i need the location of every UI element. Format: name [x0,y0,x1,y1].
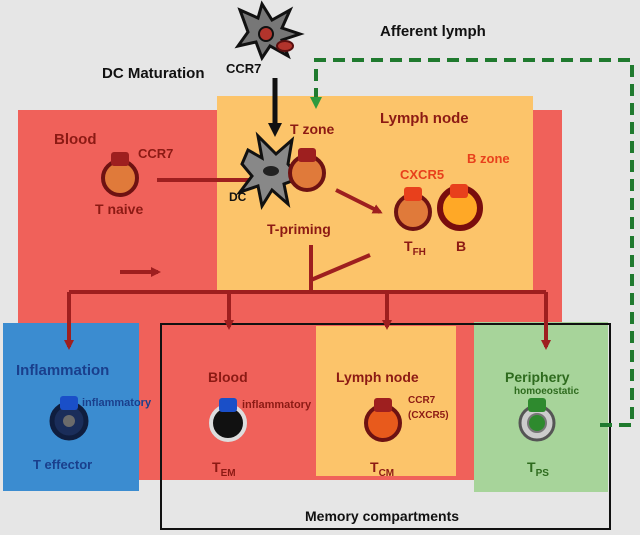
afferent-lymph-dashed-line [310,58,634,427]
ccr7-top-label: CCR7 [226,61,262,76]
t-effector-cell [49,396,89,441]
tem-label: TEM [212,459,236,479]
inflammation-label: Inflammation [16,362,110,379]
lymph-node-memory-label: Lymph node [336,369,419,385]
tem-cell [209,398,247,442]
cxcr5-label: CXCR5 [400,167,445,182]
t-naive-label: T naive [95,201,144,217]
t-effector-label: T effector [33,457,93,472]
ccr7-naive-label: CCR7 [138,146,174,161]
cxcr5-tcm-label: (CXCR5) [408,410,449,421]
dc-to-tfh-arrow [335,188,383,214]
tcm-label: TCM [370,459,395,479]
afferent-lymph-label: Afferent lymph [380,23,486,40]
tfh-label: TFH [404,238,426,258]
memory-compartments-label: Memory compartments [305,508,460,524]
t-naive-cell [101,152,139,197]
t-priming-label: T-priming [267,221,331,237]
dendritic-cell-immature [234,0,305,62]
tps-label: TPS [527,459,549,479]
tfh-cell [394,187,432,231]
t-cell-priming [288,148,326,192]
blood-label-top: Blood [54,131,97,148]
inflammatory-tem-label: inflammatory [242,399,312,411]
ccr7-tcm-label: CCR7 [408,395,436,406]
tcm-cell [364,398,402,442]
b-cell-label: B [456,238,467,254]
b-zone-label: B zone [467,151,510,166]
periphery-label: Periphery [505,369,570,385]
b-cell [437,184,483,231]
dc-label: DC [229,190,247,204]
t-zone-label: T zone [290,121,335,137]
dc-maturation-label: DC Maturation [102,65,205,82]
blood-memory-label: Blood [208,369,248,385]
tps-cell [518,398,556,442]
lymph-node-label: Lymph node [380,110,469,127]
inflammatory-effector-label: inflammatory [82,397,152,409]
dendritic-cell-mature [235,131,303,210]
homoeostatic-label: homoeostatic [514,386,580,397]
